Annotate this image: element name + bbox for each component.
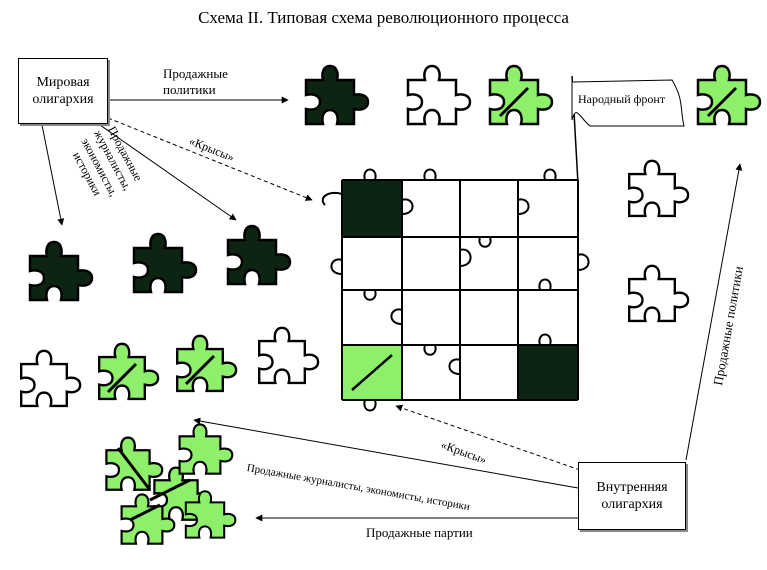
puzzle-piece-dark xyxy=(132,232,198,294)
piece-divider-line xyxy=(498,86,530,118)
puzzle-piece-dark xyxy=(28,240,94,302)
internal-oligarchy-box: Внутренняя олигархия xyxy=(578,462,686,530)
piece-divider-line xyxy=(184,354,216,386)
popular-front-label: Народный фронт xyxy=(578,92,666,106)
label-venal-parties: Продажные партии xyxy=(366,525,473,540)
internal-oligarchy-label: Внутренняя олигархия xyxy=(596,479,668,513)
arrows xyxy=(41,96,743,522)
arrow-internal-to-front xyxy=(685,163,743,461)
world-oligarchy-label: Мировая олигархия xyxy=(32,74,94,108)
label-venal-policies-top: Продажные политики xyxy=(163,66,228,97)
puzzle-piece-light xyxy=(20,349,82,408)
diagram-title: Схема II. Типовая схема революционного п… xyxy=(198,8,569,27)
arrow-world-to-agents xyxy=(99,124,237,221)
puzzle-piece-dark xyxy=(226,224,292,286)
green-piece-cluster xyxy=(105,423,237,545)
central-puzzle-grid xyxy=(321,168,590,412)
puzzle-piece-light xyxy=(628,264,690,323)
grid-dark-piece-2 xyxy=(518,345,578,400)
puzzle-piece-light xyxy=(406,64,472,126)
puzzle-piece-dark xyxy=(304,64,370,126)
arrow-internal-to-media xyxy=(193,417,579,489)
arrow-world-to-media xyxy=(41,124,65,226)
piece-divider-line xyxy=(706,86,738,118)
piece-divider-line xyxy=(106,362,138,394)
arrow-world-rats xyxy=(107,117,313,201)
puzzle-piece-light xyxy=(628,159,690,218)
loose-pieces xyxy=(20,64,762,408)
puzzle-piece-light xyxy=(258,326,320,385)
grid-dark-piece xyxy=(342,180,402,237)
world-oligarchy-box: Мировая олигархия xyxy=(18,58,108,124)
arrow-internal-rats xyxy=(395,404,581,471)
popular-front-flag xyxy=(571,75,685,185)
